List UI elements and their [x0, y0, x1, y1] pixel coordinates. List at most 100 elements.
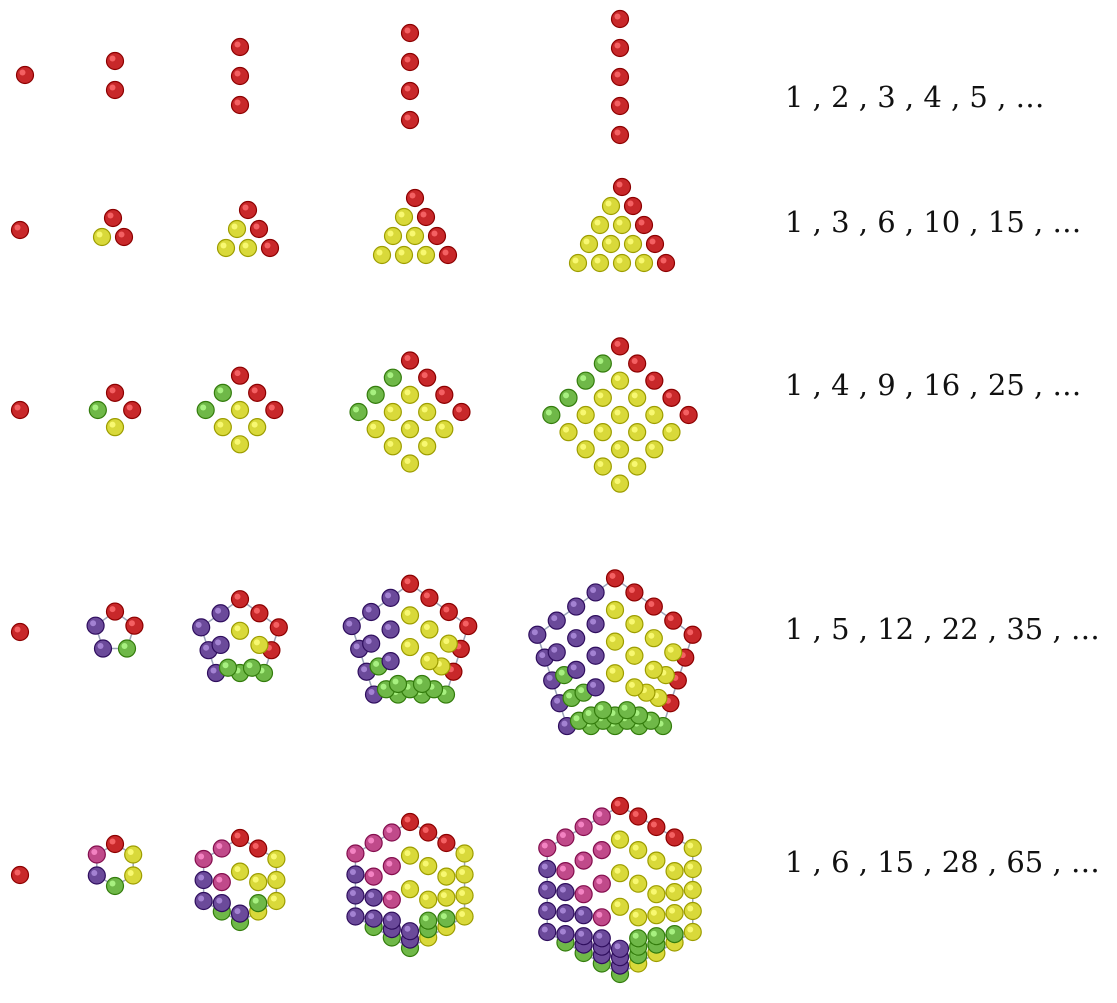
hexagonal-bead [230, 862, 250, 881]
square-bead [559, 423, 578, 442]
hexagonal-bead [437, 888, 456, 907]
square-bead [662, 388, 681, 407]
hexagonal-bead [124, 845, 143, 864]
square-bead [628, 354, 647, 373]
hexagonal-bead [455, 844, 474, 863]
hexagonal-bead [249, 839, 268, 858]
hexagonal-bead [665, 903, 684, 923]
pentagonal-bead [644, 660, 663, 679]
triangular-bead [590, 215, 610, 235]
hexagonal-bead [400, 922, 420, 941]
pentagonal-bead [242, 658, 262, 677]
triangular-bead [601, 196, 621, 216]
square-bead [230, 435, 250, 454]
hexagonal-bead [10, 865, 30, 885]
triangular-bead [394, 245, 414, 265]
hexagonal-bead [249, 872, 268, 892]
pentagonal-bead [250, 635, 269, 655]
hexagonal-bead [538, 922, 557, 942]
square-bead [105, 383, 125, 402]
square-bead [679, 405, 698, 425]
hexagonal-bead [230, 904, 250, 923]
hexagonal-bead [364, 888, 383, 907]
hexagonal-bead [382, 890, 401, 909]
hexagonal-bead [419, 823, 438, 842]
square-bead [400, 454, 420, 473]
pentagonal-bead [625, 646, 644, 665]
square-bead [593, 388, 612, 407]
triangular-bead [612, 177, 632, 197]
square-bead [383, 437, 402, 456]
pentagonal-bead [586, 678, 605, 697]
square-bead [383, 402, 402, 422]
linear-bead [230, 66, 250, 86]
pentagonal-bead [211, 635, 230, 655]
square-bead [213, 383, 232, 402]
pentagonal-bead [93, 639, 113, 658]
pentagonal-bead [10, 622, 30, 642]
hexagonal-bead [665, 828, 684, 847]
linear-bead [400, 81, 420, 101]
hexagonal-bead [364, 867, 383, 886]
hexagonal-bead [346, 865, 365, 884]
hexagonal-bead [592, 929, 611, 948]
sequence-hexagonal: 1 , 6 , 15 , 28 , 65 , … [785, 845, 1100, 879]
triangular-bead [238, 238, 258, 258]
hexagonal-bead [230, 828, 250, 848]
hexagonal-bead [382, 911, 401, 930]
triangular-bead [579, 234, 599, 254]
hexagonal-bead [592, 840, 611, 860]
square-bead [418, 437, 437, 456]
square-bead [248, 418, 267, 437]
pentagonal-bead [547, 643, 566, 662]
triangular-bead [656, 253, 676, 273]
hexagonal-bead [364, 909, 383, 928]
hexagonal-bead [665, 882, 684, 902]
pentagonal-bead [400, 606, 420, 625]
square-bead [610, 337, 630, 356]
hexagonal-bead [629, 840, 648, 860]
pentagonal-bead [412, 674, 432, 694]
square-bead [265, 400, 284, 420]
pentagonal-bead [192, 618, 211, 637]
hexagonal-bead [647, 885, 666, 904]
pentagonal-bead [664, 611, 683, 630]
square-bead [452, 402, 471, 422]
hexagonal-bead [538, 838, 557, 858]
triangular-bead [438, 245, 458, 265]
pentagonal-bead [528, 625, 547, 644]
pentagonal-bead [644, 597, 663, 616]
hexagonal-bead [346, 844, 365, 863]
hexagonal-bead [400, 846, 420, 865]
hexagonal-bead [538, 859, 557, 879]
triangular-bead [601, 234, 621, 254]
pentagonal-bead [342, 616, 361, 636]
square-bead [230, 400, 250, 420]
pentagonal-bead [362, 602, 381, 622]
pentagonal-bead [605, 600, 625, 620]
hexagonal-bead [419, 890, 438, 909]
sequence-square: 1 , 4 , 9 , 16 , 25 , … [785, 368, 1082, 402]
pentagonal-bead [605, 632, 625, 651]
pentagonal-bead [230, 621, 250, 640]
square-bead [10, 400, 30, 420]
square-bead [610, 371, 630, 390]
linear-bead [400, 23, 420, 43]
hexagonal-bead [267, 849, 286, 869]
hexagonal-bead [683, 880, 702, 900]
pentagonal-bead [625, 678, 644, 697]
triangular-bead [103, 208, 123, 228]
triangular-bead [590, 253, 610, 273]
triangular-bead [645, 234, 665, 254]
triangular-bead [416, 245, 436, 265]
square-bead [230, 366, 250, 385]
triangular-bead [216, 238, 236, 258]
square-bead [435, 385, 454, 404]
square-bead [418, 368, 437, 387]
hexagonal-bead [556, 924, 575, 944]
hexagonal-bead [364, 833, 383, 853]
triangular-bead [612, 253, 632, 273]
square-bead [610, 440, 630, 459]
hexagonal-bead [683, 859, 702, 879]
pentagonal-bead [420, 588, 439, 607]
